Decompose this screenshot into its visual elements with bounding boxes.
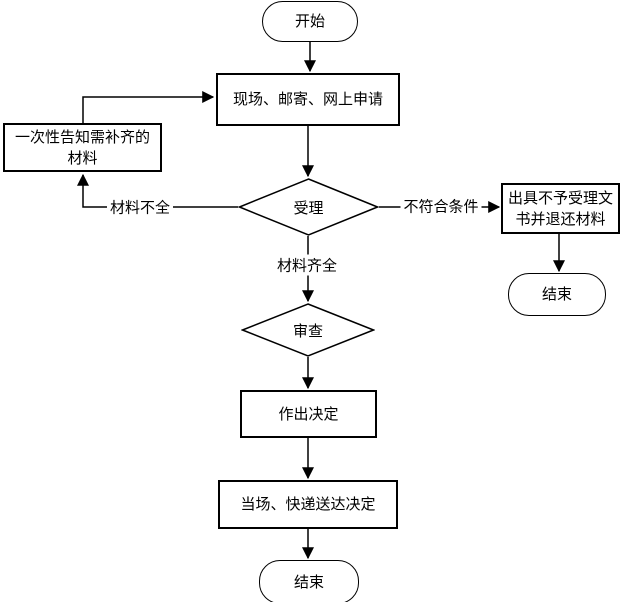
node-apply-label: 现场、邮寄、网上申请 <box>232 90 383 108</box>
node-end-right-terminator: 结束 <box>508 273 606 316</box>
node-end-bottom-label: 结束 <box>293 572 324 591</box>
node-review-decision: 审查 <box>241 303 375 357</box>
diamond-shape <box>238 178 379 236</box>
node-accept-label: 受理 <box>293 198 324 217</box>
node-start-terminator: 开始 <box>262 1 358 42</box>
diamond-shape <box>241 303 375 357</box>
node-reject-process: 出具不予受理文书并退还材料 <box>501 183 620 234</box>
node-end-bottom-terminator: 结束 <box>259 560 359 602</box>
edge-label-materials-incomplete: 材料不全 <box>106 196 174 218</box>
node-notify-label: 一次性告知需补齐的材料 <box>14 127 150 167</box>
node-end-right-label: 结束 <box>541 285 572 303</box>
edge-label-materials-complete: 材料齐全 <box>273 254 341 276</box>
edge-label-not-qualified: 不符合条件 <box>400 195 482 217</box>
node-decision-process: 作出决定 <box>240 390 377 438</box>
node-notify-process: 一次性告知需补齐的材料 <box>3 123 162 172</box>
node-reject-label: 出具不予受理文书并退还材料 <box>507 188 613 228</box>
node-review-label: 审查 <box>292 321 323 340</box>
node-decision-label: 作出决定 <box>278 404 339 423</box>
edge-accept-to-notify <box>77 173 238 208</box>
node-apply-process: 现场、邮寄、网上申请 <box>216 73 400 126</box>
node-accept-decision: 受理 <box>238 178 379 236</box>
node-deliver-label: 当场、快递送达决定 <box>240 495 376 513</box>
node-start-label: 开始 <box>294 12 325 30</box>
node-deliver-process: 当场、快递送达决定 <box>218 480 398 529</box>
edge-notify-to-apply <box>82 91 215 123</box>
